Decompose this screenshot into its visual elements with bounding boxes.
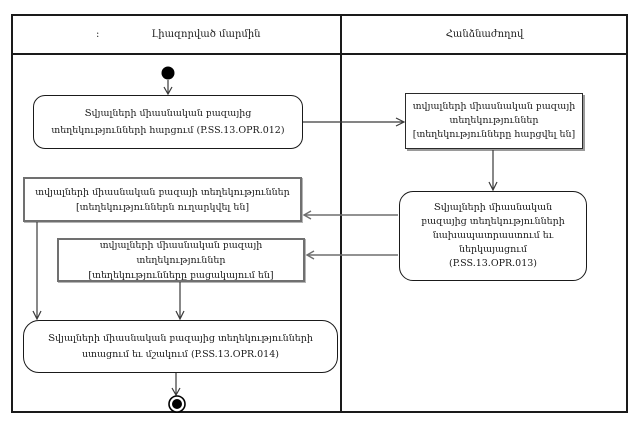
object-info-sent-state: [տեղեկություններն ուղարկվել են] bbox=[75, 201, 250, 213]
lane-left-prefix: : bbox=[96, 29, 100, 40]
action-prepare-label: Տվյալների միասնական բազայից տեղեկություն… bbox=[421, 202, 565, 269]
action-query-label: Տվյալների միասնական բազայից տեղեկություն… bbox=[51, 108, 285, 136]
lane-right-label: Հանձնաժողով bbox=[445, 29, 524, 40]
lane-header-commission: Հանձնաժողով bbox=[341, 14, 628, 55]
lane-divider bbox=[340, 14, 342, 413]
object-info-sent-node: տվյալների միասնական բազայի տեղեկությունն… bbox=[23, 177, 302, 222]
action-query-node: Տվյալների միասնական բազայից տեղեկություն… bbox=[33, 95, 303, 149]
action-receive-node: Տվյալների միասնական բազայից տեղեկություն… bbox=[23, 320, 338, 373]
action-receive-label: Տվյալների միասնական բազայից տեղեկություն… bbox=[48, 332, 313, 360]
object-info-missing-title: տվյալների միասնական բազայի տեղեկությունն… bbox=[99, 239, 263, 266]
object-info-requested-node: տվյալների միասնական բազայի տեղեկությունն… bbox=[405, 93, 583, 149]
diagram-frame bbox=[11, 14, 628, 413]
lane-header-authorized-body: Լիազորված մարմին bbox=[11, 14, 341, 55]
action-prepare-node: Տվյալների միասնական բազայից տեղեկություն… bbox=[399, 191, 587, 281]
object-info-missing-state: [տեղեկությունները բացակայում են] bbox=[88, 269, 274, 281]
lane-left-label: Լիազորված մարմին bbox=[151, 29, 261, 40]
object-info-missing-node: տվյալների միասնական բազայի տեղեկությունն… bbox=[57, 238, 305, 282]
object-info-requested-title: տվյալների միասնական բազայի տեղեկությունն… bbox=[412, 101, 576, 126]
object-info-requested-state: [տեղեկությունները հարցվել են] bbox=[412, 129, 576, 140]
object-info-sent-title: տվյալների միասնական բազայի տեղեկությունն… bbox=[35, 186, 290, 198]
swimlane-header bbox=[11, 14, 628, 55]
